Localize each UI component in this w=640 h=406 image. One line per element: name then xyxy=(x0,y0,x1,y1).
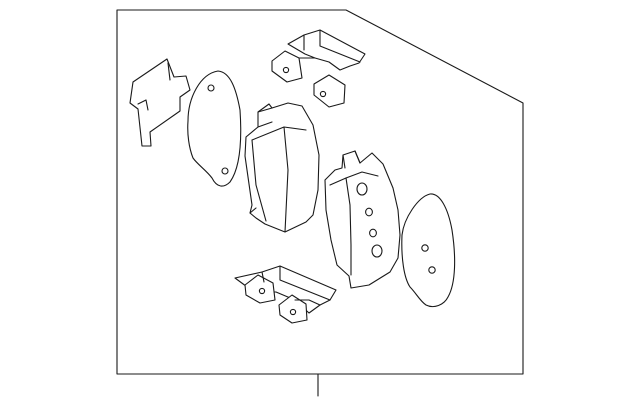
brake-pad-right xyxy=(324,150,401,289)
kit-outline-frame xyxy=(116,9,524,375)
insulator-plate-left xyxy=(187,70,242,187)
inner-shim-left xyxy=(129,58,191,147)
upper-clip xyxy=(271,29,366,108)
insulator-plate-right xyxy=(401,193,456,308)
lower-clip xyxy=(234,265,337,324)
brake-pad-left xyxy=(244,102,320,233)
